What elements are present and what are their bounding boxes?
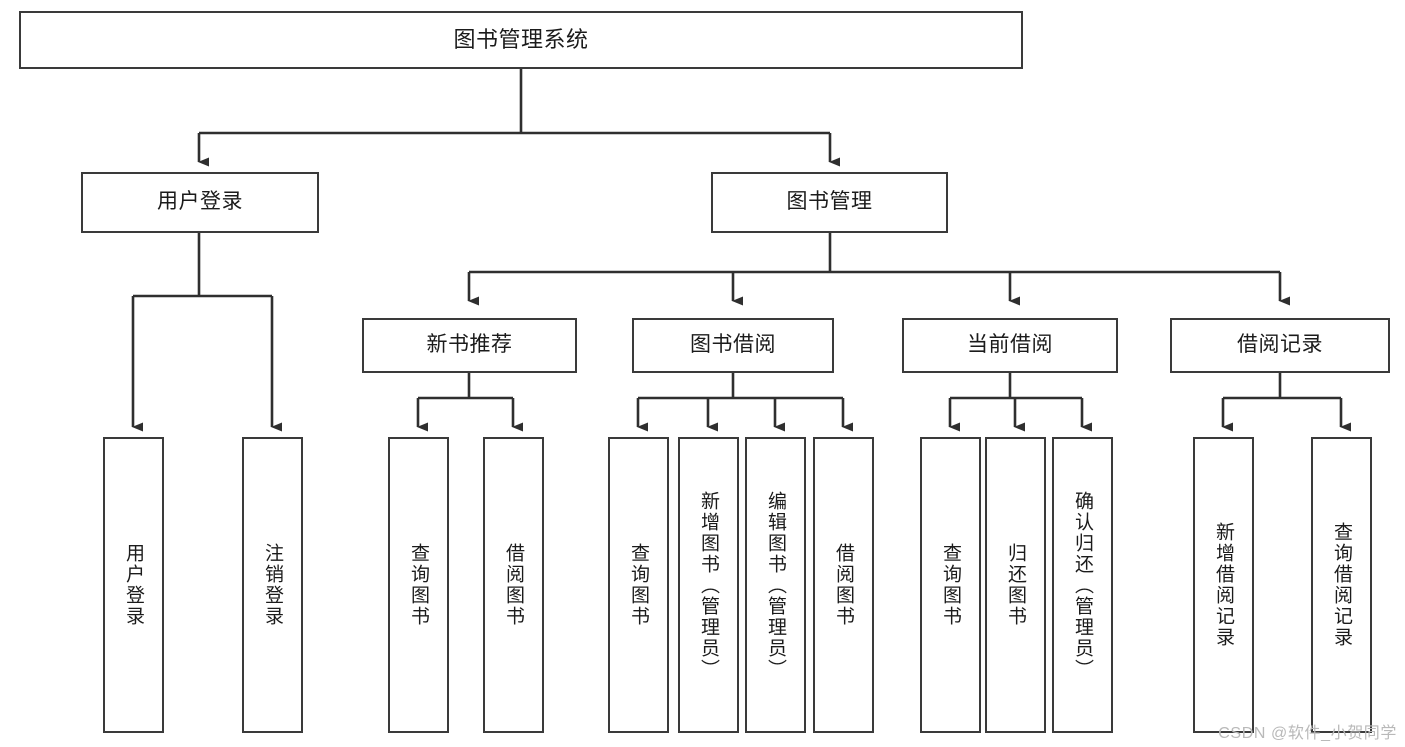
node-label: 新书推荐 xyxy=(426,333,513,357)
node-current-borrow[interactable]: 当前借阅 xyxy=(902,318,1118,373)
leaf-add-borrow-record[interactable]: 新增借阅记录 xyxy=(1193,437,1254,733)
node-label: 图书借阅 xyxy=(690,333,776,357)
node-label: 借阅图书 xyxy=(503,543,524,627)
leaf-return-book[interactable]: 归还图书 xyxy=(985,437,1046,733)
node-new-book-recommend[interactable]: 新书推荐 xyxy=(362,318,577,373)
leaf-borrow-query-book[interactable]: 查询图书 xyxy=(608,437,669,733)
leaf-add-book-admin[interactable]: 新增图书（管理员） xyxy=(678,437,739,733)
node-label: 新增图书（管理员） xyxy=(698,490,719,680)
leaf-new-book-query[interactable]: 查询图书 xyxy=(388,437,449,733)
node-label: 新增借阅记录 xyxy=(1213,522,1234,648)
node-user-login[interactable]: 用户登录 xyxy=(81,172,319,233)
node-label: 归还图书 xyxy=(1005,543,1026,627)
node-borrow-record[interactable]: 借阅记录 xyxy=(1170,318,1390,373)
leaf-borrow-book[interactable]: 借阅图书 xyxy=(813,437,874,733)
node-book-management[interactable]: 图书管理 xyxy=(711,172,948,233)
leaf-current-query-book[interactable]: 查询图书 xyxy=(920,437,981,733)
node-label: 查询图书 xyxy=(408,543,429,627)
node-label: 图书管理系统 xyxy=(453,27,589,53)
leaf-confirm-return-admin[interactable]: 确认归还（管理员） xyxy=(1052,437,1113,733)
node-label: 当前借阅 xyxy=(967,333,1053,357)
leaf-new-book-borrow[interactable]: 借阅图书 xyxy=(483,437,544,733)
node-label: 借阅记录 xyxy=(1237,333,1323,357)
leaf-query-borrow-record[interactable]: 查询借阅记录 xyxy=(1311,437,1372,733)
leaf-user-logout[interactable]: 注销登录 xyxy=(242,437,303,733)
node-label: 借阅图书 xyxy=(833,543,854,627)
leaf-edit-book-admin[interactable]: 编辑图书（管理员） xyxy=(745,437,806,733)
node-book-borrow[interactable]: 图书借阅 xyxy=(632,318,834,373)
node-label: 查询图书 xyxy=(940,543,961,627)
node-root-system[interactable]: 图书管理系统 xyxy=(19,11,1023,69)
node-label: 确认归还（管理员） xyxy=(1072,490,1093,680)
node-label: 图书管理 xyxy=(786,190,873,214)
node-label: 编辑图书（管理员） xyxy=(765,490,786,680)
node-label: 查询图书 xyxy=(628,543,649,627)
node-label: 查询借阅记录 xyxy=(1331,522,1352,648)
node-label: 注销登录 xyxy=(262,543,283,627)
leaf-user-login[interactable]: 用户登录 xyxy=(103,437,164,733)
node-label: 用户登录 xyxy=(123,543,144,627)
node-label: 用户登录 xyxy=(157,190,243,214)
